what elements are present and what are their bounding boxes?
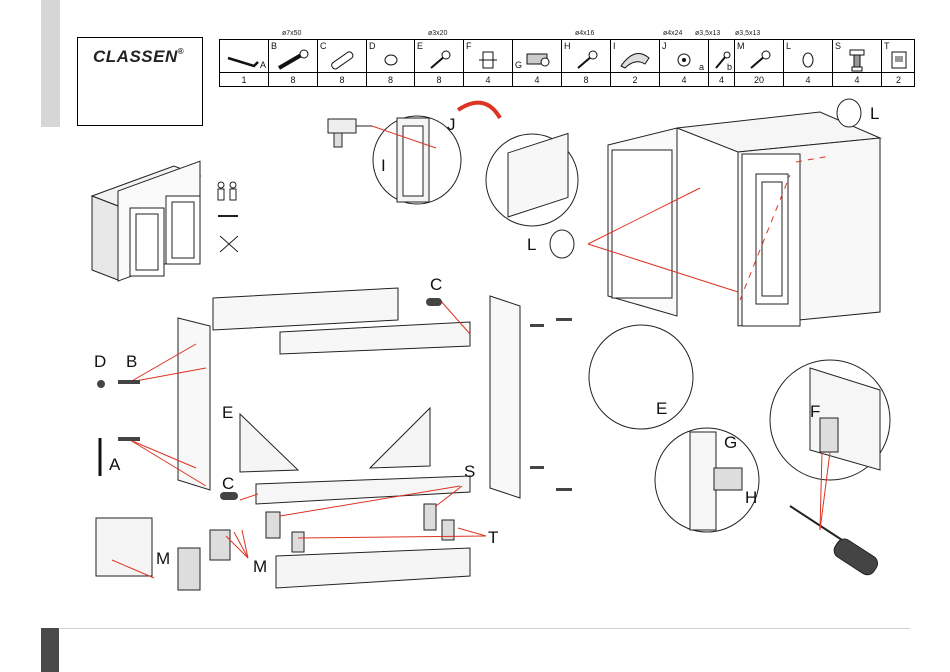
left-side-panel [178,318,210,490]
callout-a: A [109,455,120,475]
callout-f: F [810,402,820,422]
callout-i: I [381,156,386,176]
cabinet-thumbnail [92,161,200,281]
right-side-panel [490,296,520,498]
bumper-pad-large [837,99,861,127]
callout-t: T [488,528,498,548]
bumper-pad-left [550,230,574,258]
callout-e-left: E [222,403,233,423]
callout-l-right: L [870,104,879,124]
screwdriver-tool [790,506,881,578]
open-cabinet [588,112,880,326]
callout-g: G [724,433,737,453]
two-person-icon [218,182,236,200]
corner-brace-left [240,414,298,472]
top-rail-front [280,322,470,354]
callout-h: H [745,488,757,508]
callout-l-left: L [527,235,536,255]
callout-c-bottom: C [222,474,234,494]
callout-s: S [464,462,475,482]
callout-m-left: M [156,549,170,569]
detail-circle-screw [589,325,693,429]
callout-m-right: M [253,557,267,577]
callout-j: J [447,115,456,135]
corner-brace-right [370,408,430,468]
drill-icon [328,119,372,147]
callout-b: B [126,352,137,372]
callout-d: D [94,352,106,372]
top-rail-back [213,288,398,330]
callout-c-top: C [430,275,442,295]
plinth [276,548,470,588]
callout-e-right: E [656,399,667,419]
plinth-detail [96,518,152,576]
no-power-tool-icon [220,236,238,252]
